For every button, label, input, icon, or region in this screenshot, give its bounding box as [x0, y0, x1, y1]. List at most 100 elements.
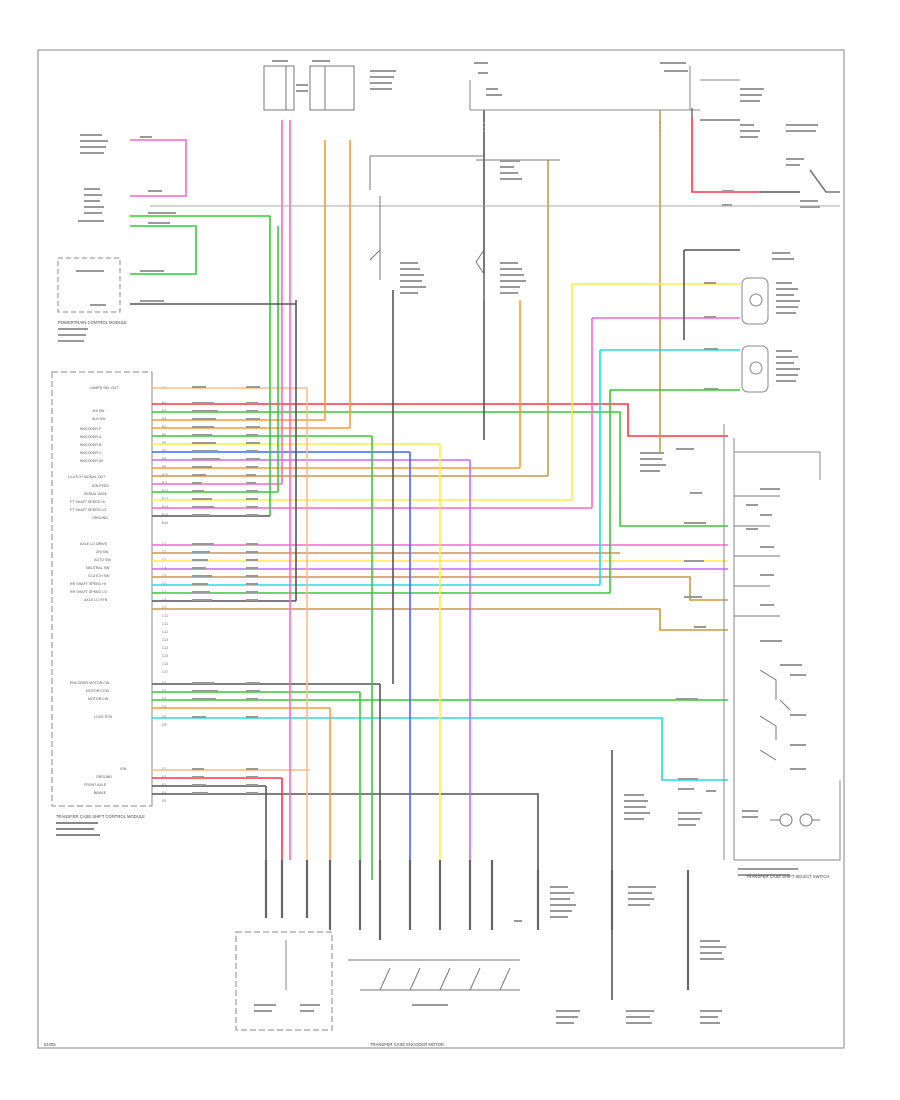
sensor-labels: [704, 252, 800, 390]
pcm-label: POWERTRAIN CONTROL MODULE: [58, 320, 127, 325]
svg-text:2HI SW: 2HI SW: [96, 550, 109, 554]
fuse-top-right: [469, 66, 740, 132]
svg-text:C16: C16: [162, 662, 168, 666]
svg-text:NEUTRAL SW: NEUTRAL SW: [86, 566, 110, 570]
svg-text:IGN FEED: IGN FEED: [92, 484, 109, 488]
svg-text:B4: B4: [162, 425, 166, 429]
svg-text:B15: B15: [162, 513, 168, 517]
svg-text:B16: B16: [162, 521, 168, 525]
svg-text:C13: C13: [162, 638, 168, 642]
svg-text:CLUTCH SIGNAL OUT: CLUTCH SIGNAL OUT: [68, 475, 106, 479]
bottom-labels: [254, 794, 726, 1024]
svg-text:C9: C9: [162, 606, 166, 610]
svg-text:C11: C11: [162, 622, 168, 626]
svg-text:FRONT AXLE: FRONT AXLE: [84, 783, 107, 787]
rear-speed-sensor: [741, 277, 769, 325]
svg-text:RR SHAFT SPEED HI: RR SHAFT SPEED HI: [70, 582, 106, 586]
top-right-red-circuit: [691, 108, 840, 193]
svg-text:C1: C1: [162, 542, 166, 546]
pcm-section: [130, 139, 296, 305]
svg-text:LOCK RTN: LOCK RTN: [94, 715, 113, 719]
svg-text:E2: E2: [162, 775, 166, 779]
svg-text:GROUND: GROUND: [92, 516, 108, 520]
svg-text:RR SHAFT SPEED LO: RR SHAFT SPEED LO: [70, 590, 107, 594]
svg-text:D6: D6: [162, 723, 166, 727]
tccm-box: [51, 371, 153, 807]
svg-text:C4: C4: [162, 566, 166, 570]
svg-text:SERIAL DATA: SERIAL DATA: [84, 492, 107, 496]
svg-text:AUTO SW: AUTO SW: [94, 558, 111, 562]
svg-text:B1: B1: [162, 401, 166, 405]
tccm-pin-labels: LAMPS SEL OUT 4HI SW 4LO SW ENCODER P EN…: [68, 386, 127, 795]
front-speed-sensor: [741, 345, 769, 393]
svg-text:B12: B12: [162, 489, 168, 493]
svg-text:BRAKE: BRAKE: [94, 791, 107, 795]
svg-text:D3: D3: [162, 697, 166, 701]
svg-text:ENCODER 5V: ENCODER 5V: [80, 459, 104, 463]
svg-text:C7: C7: [162, 590, 166, 594]
svg-text:D4: D4: [162, 705, 166, 709]
svg-text:D2: D2: [162, 689, 166, 693]
svg-text:B13: B13: [162, 497, 168, 501]
fuse-block-left: [263, 65, 355, 111]
diagram-title: TRANSFER CASE ENCODER MOTOR: [370, 1042, 444, 1047]
svg-text:ENCODER C: ENCODER C: [80, 451, 102, 455]
svg-text:D1: D1: [162, 681, 166, 685]
svg-text:E1: E1: [162, 767, 166, 771]
svg-text:B10: B10: [162, 473, 168, 477]
svg-text:B14: B14: [162, 505, 168, 509]
svg-text:4HI SW: 4HI SW: [92, 409, 105, 413]
svg-text:ENCODER B: ENCODER B: [80, 443, 102, 447]
select-switch-label: TRANSFER CASE SHIFT SELECT SWITCH: [746, 874, 829, 879]
svg-text:AXLE LO DRIVE: AXLE LO DRIVE: [80, 542, 108, 546]
select-switch-contacts: [738, 488, 806, 876]
fuse-labels: [272, 60, 764, 102]
svg-text:C10: C10: [162, 614, 168, 618]
svg-text:C17: C17: [162, 670, 168, 674]
top-right-labels: [722, 124, 820, 208]
front-axle-switch-area: [369, 155, 560, 300]
svg-text:LAMPS SEL OUT: LAMPS SEL OUT: [90, 386, 119, 390]
select-switch-symbols: [734, 495, 820, 827]
svg-text:E4: E4: [162, 791, 166, 795]
svg-text:B9: B9: [162, 465, 166, 469]
svg-text:C8: C8: [162, 598, 166, 602]
front-axle-labels: [400, 160, 526, 294]
svg-text:E5: E5: [162, 799, 166, 803]
svg-text:CLUTCH SW: CLUTCH SW: [88, 574, 110, 578]
svg-text:C12: C12: [162, 630, 168, 634]
svg-text:GROUND: GROUND: [96, 775, 112, 779]
svg-text:B3: B3: [162, 417, 166, 421]
svg-text:ENCODER A: ENCODER A: [80, 435, 102, 439]
svg-text:E3: E3: [162, 783, 166, 787]
svg-text:C14: C14: [162, 646, 168, 650]
pcm-box: [57, 257, 121, 313]
bottom-connectors: [264, 860, 690, 990]
svg-text:MOTOR CCW: MOTOR CCW: [86, 689, 109, 693]
svg-text:C2: C2: [162, 550, 166, 554]
svg-text:C5: C5: [162, 574, 166, 578]
speed-sensors: [572, 249, 740, 391]
figure-id: 51005: [44, 1042, 56, 1047]
encoder-lock: [348, 959, 520, 991]
pcm-label-lines: [58, 328, 88, 342]
svg-text:B7: B7: [162, 449, 166, 453]
svg-text:AXLE LO RTN: AXLE LO RTN: [84, 598, 108, 602]
svg-text:FT SHAFT SPEED HI: FT SHAFT SPEED HI: [70, 500, 105, 504]
wire-color-labels: [192, 386, 260, 794]
tccm-label: TRANSFER CASE SHIFT CONTROL MODULE: [56, 814, 145, 819]
diagram-border: [37, 49, 845, 1049]
pcm-labels: [76, 134, 176, 306]
svg-text:C15: C15: [162, 654, 168, 658]
svg-text:MOTOR CW: MOTOR CW: [88, 697, 109, 701]
svg-text:ENCODER P: ENCODER P: [80, 427, 102, 431]
tccm-label-lines: [56, 822, 100, 836]
svg-text:FT SHAFT SPEED LO: FT SHAFT SPEED LO: [70, 508, 106, 512]
encoder-motor: [235, 931, 333, 1031]
svg-text:C6: C6: [162, 582, 166, 586]
svg-text:4LO SW: 4LO SW: [92, 417, 106, 421]
select-switch-box: [723, 424, 841, 861]
svg-text:ENCODER MOTOR CW: ENCODER MOTOR CW: [70, 681, 110, 685]
vertical-wires: [265, 110, 661, 1000]
